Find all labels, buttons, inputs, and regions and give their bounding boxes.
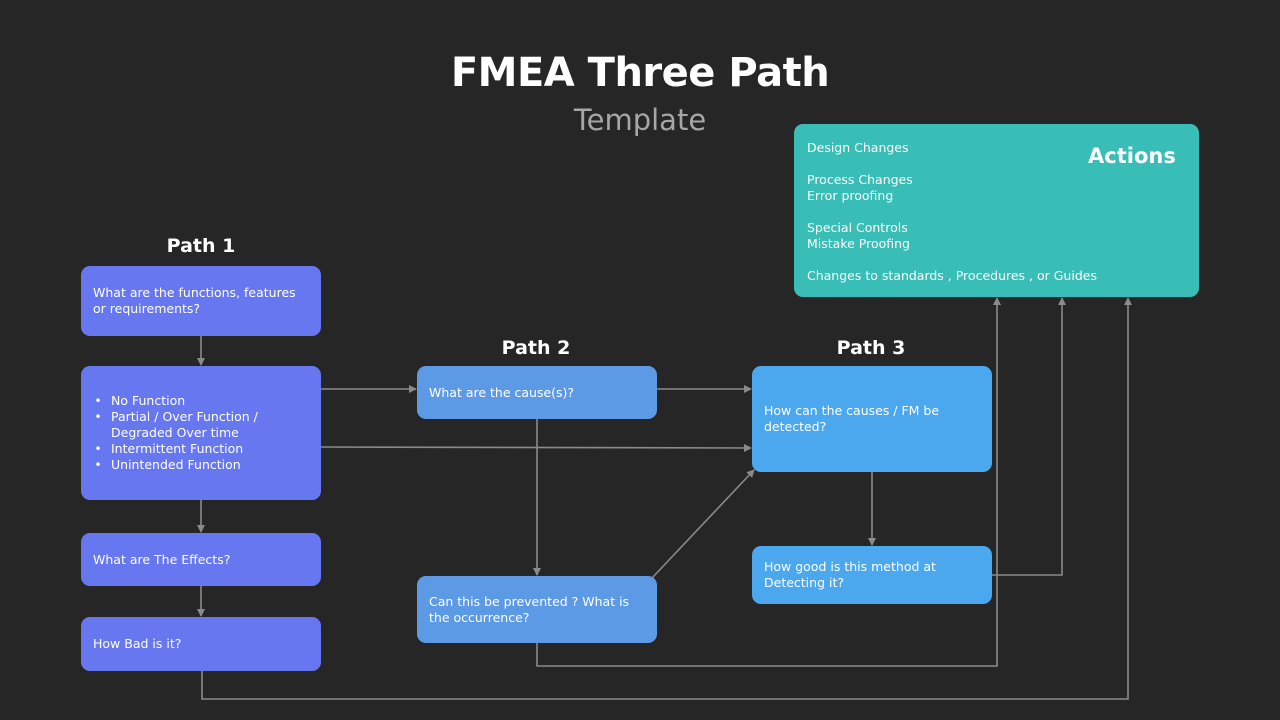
path2-label: Path 2 xyxy=(501,337,571,359)
causes-box: What are the cause(s)? xyxy=(417,366,657,419)
failure-modes-list: No Function Partial / Over Function / De… xyxy=(93,393,309,473)
detection-rating-box: How good is this method at Detecting it? xyxy=(752,546,992,604)
action-item: Mistake Proofing xyxy=(807,236,910,251)
detection-box: How can the causes / FM be detected? xyxy=(752,366,992,472)
functions-box: What are the functions, features or requ… xyxy=(81,266,321,336)
actions-group: Changes to standards , Procedures , or G… xyxy=(807,268,1097,284)
path3-label: Path 3 xyxy=(836,337,906,359)
page-subtitle: Template xyxy=(573,103,707,137)
page-title: FMEA Three Path xyxy=(450,50,830,96)
arrow-prevention-to-detection xyxy=(651,469,755,579)
actions-title: Actions xyxy=(1088,144,1176,168)
failure-mode-item: Partial / Over Function / Degraded Over … xyxy=(93,409,309,441)
causes-text: What are the cause(s)? xyxy=(429,384,575,400)
actions-group: Process Changes Error proofing xyxy=(807,172,1097,204)
effects-box: What are The Effects? xyxy=(81,533,321,586)
action-item: Special Controls xyxy=(807,220,908,235)
effects-text: What are The Effects? xyxy=(93,551,231,567)
failure-modes-box: No Function Partial / Over Function / De… xyxy=(81,366,321,500)
path1-label: Path 1 xyxy=(166,235,236,257)
arrow-rating-to-actions xyxy=(992,297,1066,576)
failure-mode-item: Unintended Function xyxy=(93,457,309,473)
detection-text: How can the causes / FM be detected? xyxy=(764,403,940,434)
action-item: Error proofing xyxy=(807,188,894,203)
action-item: Design Changes xyxy=(807,140,909,155)
actions-list: Design Changes Process Changes Error pro… xyxy=(807,140,1097,284)
severity-box: How Bad is it? xyxy=(81,617,321,671)
actions-group: Design Changes xyxy=(807,140,1097,156)
actions-box: Actions Design Changes Process Changes E… xyxy=(794,124,1199,297)
action-item: Process Changes xyxy=(807,172,913,187)
detection-rating-text: How good is this method at Detecting it? xyxy=(764,559,936,590)
arrow-failure-modes-to-detection xyxy=(320,443,752,452)
prevention-text: Can this be prevented ? What is the occu… xyxy=(429,593,630,625)
action-item: Changes to standards , Procedures , or G… xyxy=(807,268,1097,283)
prevention-box: Can this be prevented ? What is the occu… xyxy=(417,576,657,643)
actions-group: Special Controls Mistake Proofing xyxy=(807,220,1097,252)
failure-mode-item: No Function xyxy=(93,393,309,409)
functions-text: What are the functions, features or requ… xyxy=(93,285,296,316)
severity-text: How Bad is it? xyxy=(93,636,182,651)
failure-mode-item: Intermittent Function xyxy=(93,441,309,457)
